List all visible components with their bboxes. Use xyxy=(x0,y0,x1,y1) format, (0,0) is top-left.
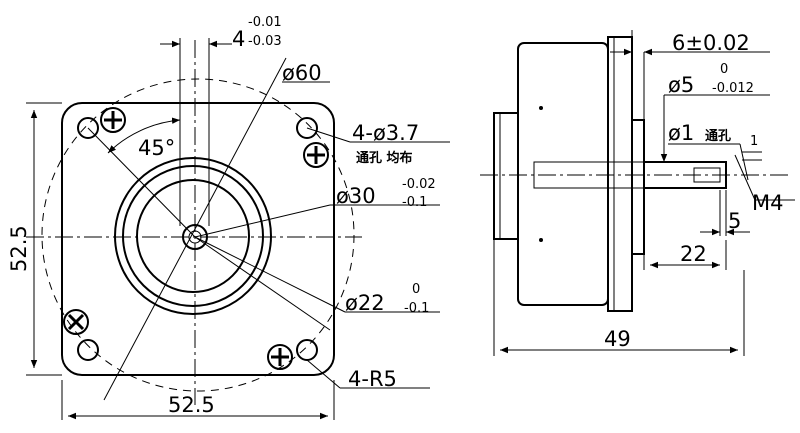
slot-width-dim: 4 xyxy=(232,27,245,51)
holes-note: 通孔 均布 xyxy=(356,150,413,166)
slot-tol-lower: -0.03 xyxy=(248,34,282,49)
flange-outline xyxy=(61,102,335,376)
thread-dim: M4 xyxy=(752,191,783,215)
side-view: 6±0.02 ø5 0 -0.012 ø1 通孔 1 M4 5 22 xyxy=(480,30,795,356)
shaft-dia-dim: ø5 xyxy=(668,73,694,97)
bolt-circle xyxy=(41,78,355,392)
shaft-tol-upper: 0 xyxy=(720,62,728,77)
screw-icon xyxy=(63,309,89,335)
pilot-dia-dim: ø30 xyxy=(336,184,376,208)
hub-tol-lower: -0.1 xyxy=(404,301,429,316)
shaft-length-dim: 22 xyxy=(680,242,707,266)
angle-dim: 45° xyxy=(138,136,175,160)
flange xyxy=(607,36,633,312)
cross-hole-dim: ø1 xyxy=(668,121,694,145)
slot-tol-upper: -0.01 xyxy=(248,15,282,30)
mount-hole-top-right xyxy=(296,117,318,139)
flange-thickness-dim: 6±0.02 xyxy=(672,31,750,55)
mount-hole-bottom-right xyxy=(296,339,318,361)
pilot-outer-circle xyxy=(114,157,272,315)
shaft-tol-lower: -0.012 xyxy=(712,81,754,96)
bolt-circle-dim: ø60 xyxy=(282,61,322,85)
cross-hole-offset-dim: 1 xyxy=(750,134,758,149)
mount-hole-bottom-left xyxy=(77,339,99,361)
screw-icon xyxy=(303,142,329,168)
overall-length-dim: 49 xyxy=(604,327,631,351)
motor-body xyxy=(517,42,609,306)
screw-icon xyxy=(267,344,293,370)
corner-radius-dim: 4-R5 xyxy=(348,367,397,391)
pilot-inner-circle xyxy=(122,165,264,307)
rear-cap xyxy=(493,112,519,240)
hub-dia-dim: ø22 xyxy=(345,291,385,315)
thread-length-dim: 5 xyxy=(728,209,741,233)
pilot-tol-lower: -0.1 xyxy=(402,195,427,210)
pilot-tol-upper: -0.02 xyxy=(402,177,436,192)
hub-circle xyxy=(136,179,250,293)
front-view: 4 -0.01 -0.03 ø60 45° 4-ø3.7 通孔 均布 ø30 -… xyxy=(7,15,450,420)
mount-hole-top-left xyxy=(77,117,99,139)
pilot-boss xyxy=(631,119,645,255)
width-dim: 52.5 xyxy=(168,393,215,417)
height-dim: 52.5 xyxy=(7,225,31,272)
cross-hole-note: 通孔 xyxy=(705,128,731,144)
holes-dim: 4-ø3.7 xyxy=(352,121,419,145)
screw-icon xyxy=(100,107,126,133)
hub-tol-upper: 0 xyxy=(412,282,420,297)
